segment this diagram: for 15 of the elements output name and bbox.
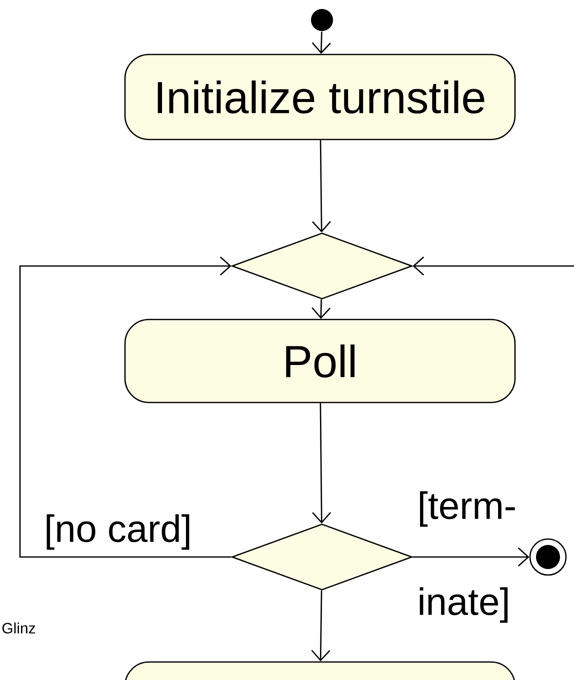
end-circle	[529, 538, 567, 576]
action-box: Poll	[124, 318, 516, 404]
edge-label: [term- inate]	[420, 491, 515, 623]
arrow	[312, 32, 331, 54]
action-box: Initialize turnstile	[124, 54, 516, 140]
arrow	[412, 548, 530, 566]
arrow	[312, 403, 332, 524]
start-dot	[311, 9, 333, 31]
action-box	[124, 661, 516, 680]
arrow	[19, 256, 232, 558]
edge-label: [no card]	[46, 514, 190, 550]
author-note: Glinz	[2, 622, 36, 634]
arrow	[312, 140, 331, 232]
arrow	[412, 256, 574, 276]
arrow	[311, 590, 330, 662]
